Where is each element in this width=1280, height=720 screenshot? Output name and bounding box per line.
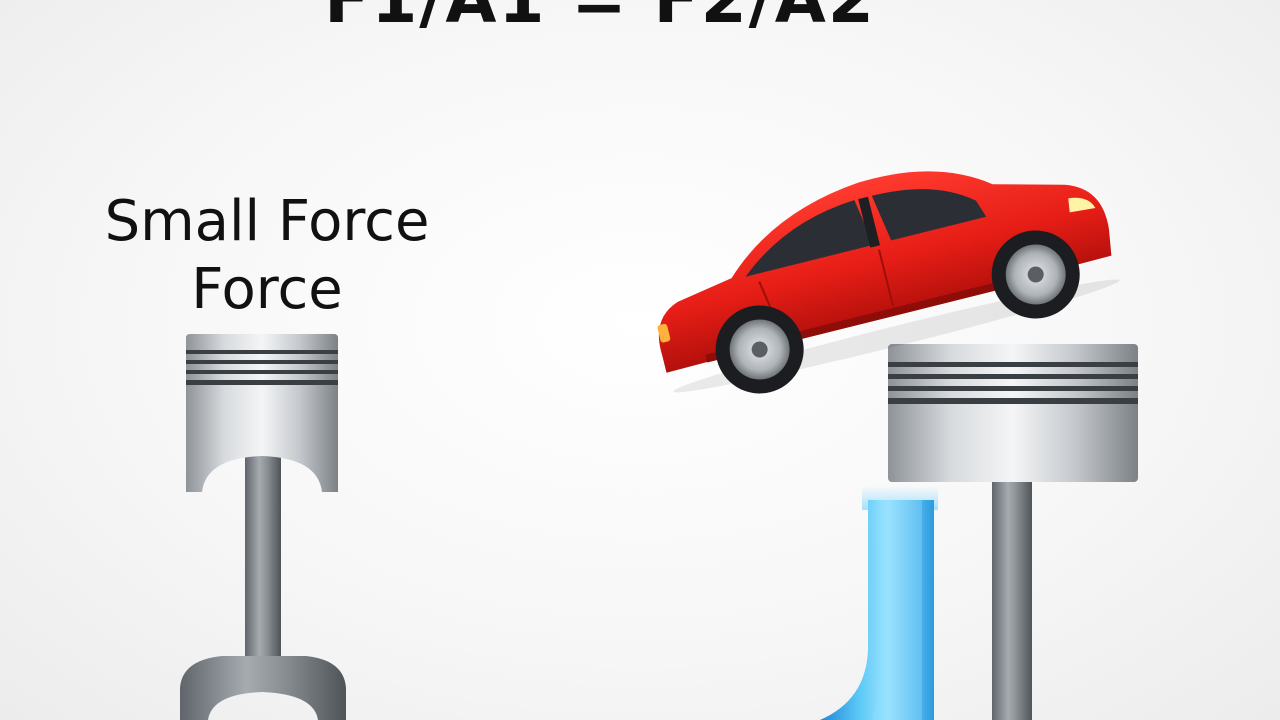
small-force-label: Small Force	[105, 189, 430, 254]
hydraulic-fluid	[820, 486, 938, 720]
force-label: Force	[191, 257, 343, 322]
small-piston-icon	[180, 334, 346, 720]
front-wheel	[991, 230, 1080, 319]
large-piston-icon	[888, 344, 1138, 720]
rear-wheel	[715, 305, 804, 394]
car-icon	[657, 171, 1120, 394]
equation-text: F1/A1 = F2/A2	[324, 0, 876, 38]
